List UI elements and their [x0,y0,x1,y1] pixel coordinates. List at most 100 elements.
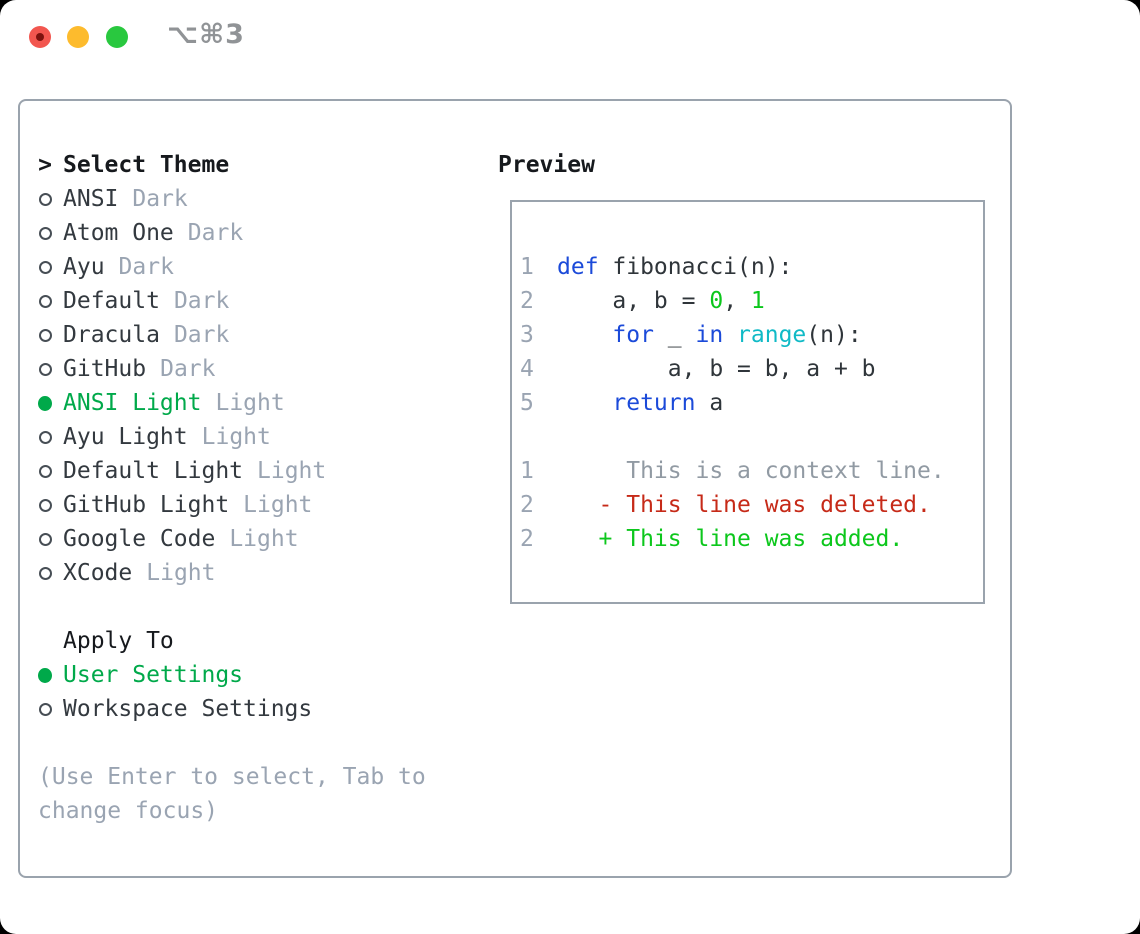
code-segment: return [612,390,696,416]
line-number: 2 [520,492,534,518]
radio-unselected-icon [38,226,52,240]
radio-off-circle [38,498,52,512]
code-segment: _ [653,322,696,348]
line-number: 1 [520,458,534,484]
line-number: 4 [520,356,534,382]
theme-list-title: Select Theme [63,152,230,178]
radio-unselected-icon [38,464,52,478]
code-segment: (n): [806,322,862,348]
radio-off-circle [38,702,52,716]
code-segment: fibonacci(n): [598,254,793,280]
theme-label: Ayu Light [63,424,188,450]
radio-off-circle [38,566,52,580]
line-number: 2 [520,288,534,314]
zoom-button[interactable] [106,26,128,48]
theme-label: ANSI Light [63,390,202,416]
apply-target-option[interactable]: User Settings [38,658,312,692]
code-segment: 1 [750,288,765,314]
code-segment: in [695,322,724,348]
theme-option[interactable]: Default Light Light [38,454,326,488]
apply-target-option[interactable]: Workspace Settings [38,692,312,726]
theme-label: Default Light [63,458,244,484]
code-line: 2 a, b = 0, 1 [520,284,945,318]
code-line: 4 a, b = b, a + b [520,352,945,386]
radio-unselected-icon [38,192,52,206]
radio-off-circle [38,430,52,444]
radio-unselected-icon [38,260,52,274]
radio-selected-icon [38,667,52,683]
code-line: 2 - This line was deleted. [520,488,945,522]
apply-to-header: Apply To [38,624,312,658]
theme-badge: Dark [173,288,230,314]
code-segment: range [737,322,807,348]
theme-badge: Light [215,390,285,416]
code-segment: a, b = [557,288,710,314]
code-line: 3 for _ in range(n): [520,318,945,352]
theme-option[interactable]: Dracula Dark [38,318,326,352]
theme-badge: Dark [132,186,188,212]
preview-title: Preview [498,152,595,178]
radio-off-circle [38,532,52,546]
minimize-button[interactable] [67,26,89,48]
close-button-dot-icon [36,33,44,41]
theme-option[interactable]: Atom One Dark [38,216,326,250]
theme-badge: Light [243,492,313,518]
theme-list-header: > Select Theme [38,148,326,182]
theme-label: Dracula [63,322,160,348]
theme-option[interactable]: ANSI Light Light [38,386,326,420]
theme-label: Default [63,288,160,314]
theme-option[interactable]: Default Dark [38,284,326,318]
radio-selected-icon [38,395,52,411]
radio-unselected-icon [38,498,52,512]
theme-badge: Light [146,560,216,586]
line-number: 5 [520,390,534,416]
radio-unselected-icon [38,532,52,546]
code-segment: 0 [709,288,724,314]
theme-option[interactable]: GitHub Light Light [38,488,326,522]
radio-off-circle [38,192,52,206]
theme-option[interactable]: GitHub Dark [38,352,326,386]
theme-badge: Dark [187,220,244,246]
code-segment: This is a context line. [557,458,945,484]
radio-off-circle [38,294,52,308]
code-line: 1 This is a context line. [520,454,945,488]
code-segment: , [723,288,751,314]
window-shortcut-label: ⌥⌘3 [167,19,245,50]
theme-label: Ayu [63,254,105,280]
code-line: 2 + This line was added. [520,522,945,556]
radio-unselected-icon [38,566,52,580]
theme-label: GitHub [63,356,147,382]
radio-on-dot [38,667,52,683]
theme-label: Atom One [63,220,174,246]
code-segment [557,322,612,348]
radio-unselected-icon [38,702,52,716]
code-segment: for [612,322,654,348]
line-number: 1 [520,254,534,280]
code-segment [557,390,612,416]
apply-target-label: User Settings [63,662,244,688]
theme-label: GitHub Light [63,492,230,518]
close-button[interactable] [29,26,51,48]
theme-badge: Light [257,458,327,484]
radio-off-circle [38,260,52,274]
theme-badge: Dark [173,322,230,348]
code-segment: a [695,390,724,416]
theme-badge: Light [229,526,299,552]
theme-badge: Dark [160,356,216,382]
radio-unselected-icon [38,328,52,342]
code-line: 5 return a [520,386,945,420]
code-segment: a, b = b, a + b [557,356,876,382]
line-number: 3 [520,322,534,348]
help-line-1: (Use Enter to select, Tab to [38,764,426,790]
